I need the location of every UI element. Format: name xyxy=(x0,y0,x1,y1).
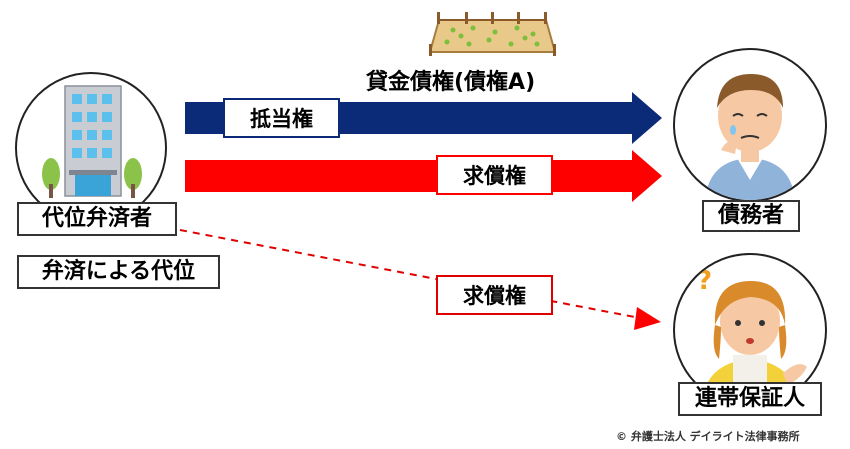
worried-man-icon xyxy=(705,74,795,200)
guarantor-label: 連帯保証人 xyxy=(678,382,822,416)
copyright-credit: © 弁護士法人 デイライト法律事務所 xyxy=(616,430,800,443)
debtor-label: 債務者 xyxy=(702,200,800,232)
guarantor-circle: ? xyxy=(673,253,827,407)
subrogation-label: 弁済による代位 xyxy=(17,255,220,289)
subrogee-circle xyxy=(15,72,167,224)
farmland-icon xyxy=(428,12,557,56)
svg-text:?: ? xyxy=(697,266,712,296)
mortgage-label: 抵当権 xyxy=(223,98,340,138)
loan-claim-label: 貸金債権(債権A) xyxy=(366,70,536,95)
reimbursement-arrow xyxy=(185,150,662,202)
guarantor-arrow-head xyxy=(634,307,661,330)
guarantor-dashed-line xyxy=(179,229,641,319)
debtor-circle xyxy=(673,48,827,202)
reimbursement-label: 求償権 xyxy=(436,155,553,195)
building-icon xyxy=(42,85,142,198)
subrogee-label: 代位弁済者 xyxy=(17,202,177,236)
guarantor-reimbursement-label: 求償権 xyxy=(436,275,553,315)
